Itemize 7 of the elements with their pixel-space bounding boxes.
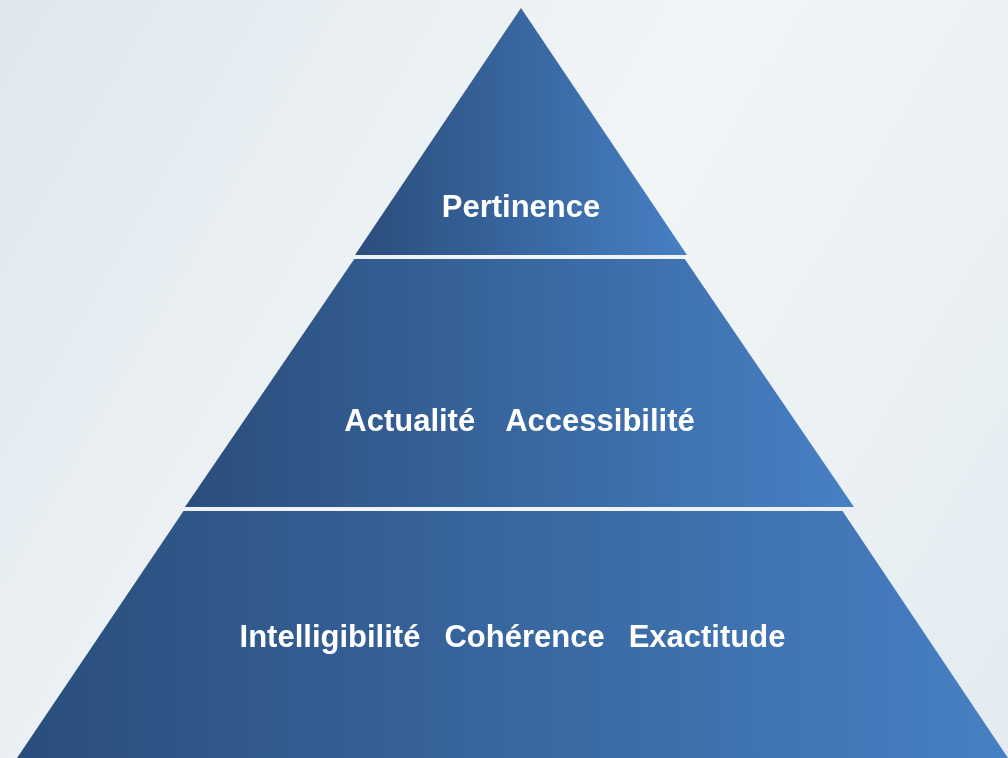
tier-label: Cohérence: [444, 621, 605, 652]
tier-label: Exactitude: [628, 621, 786, 652]
tier-label: Actualité: [344, 405, 476, 436]
tier-label: Accessibilité: [505, 405, 695, 436]
tier-label: Pertinence: [441, 191, 601, 222]
tier-label: Intelligibilité: [239, 621, 421, 652]
pyramid-tier: [17, 511, 1008, 758]
